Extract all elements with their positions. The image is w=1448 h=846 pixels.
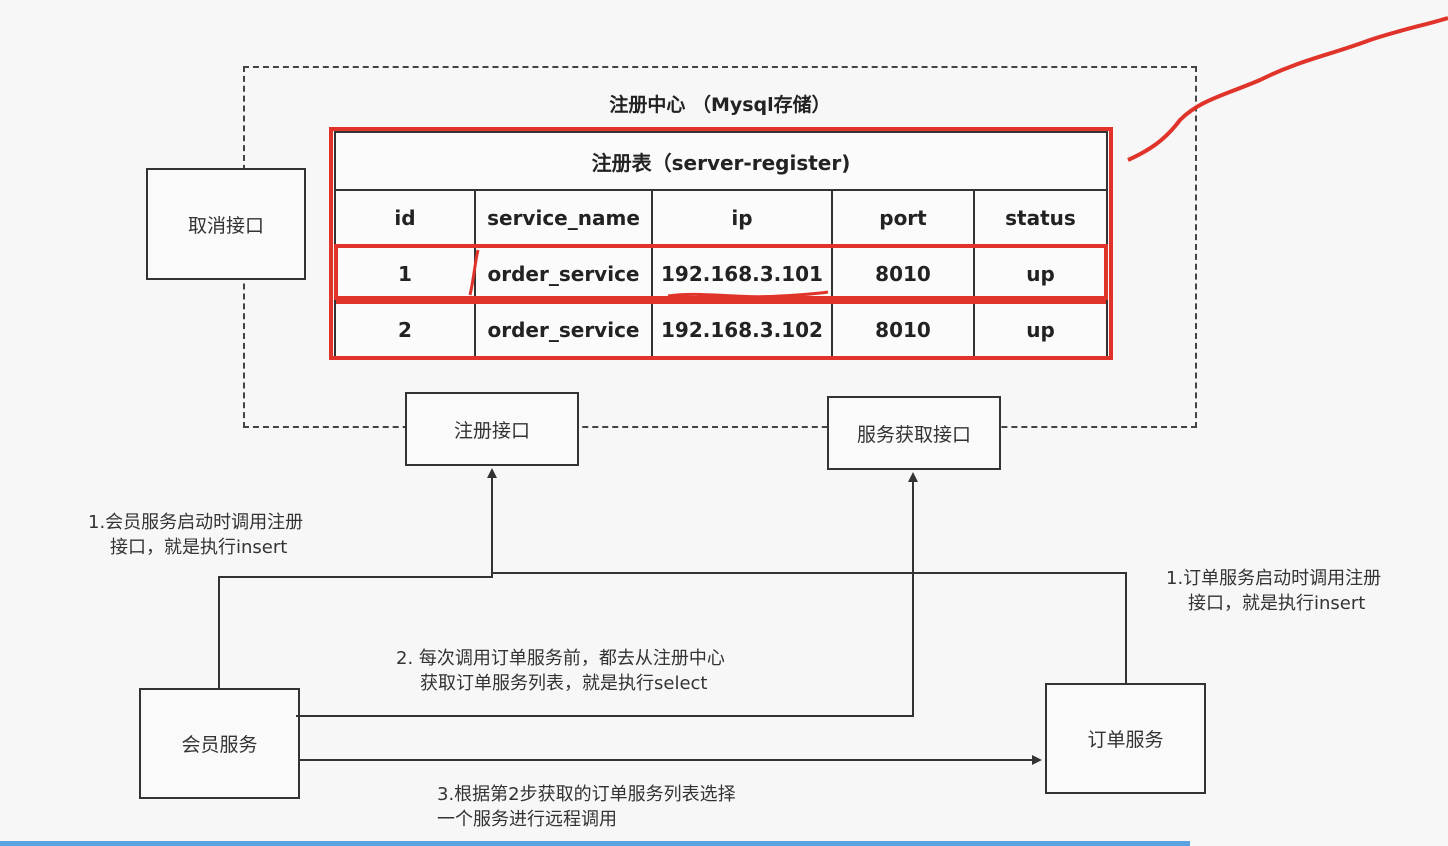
table-highlight-outline (329, 127, 1113, 360)
register-interface-label: 注册接口 (453, 419, 530, 442)
order-register-note: 1.订单服务启动时调用注册 接口，就是执行insert (1166, 568, 1382, 614)
registry-center-title: 注册中心 （Mysql存储） (609, 94, 831, 116)
order-service-label: 订单服务 (1087, 729, 1164, 751)
member-fetch-connector (296, 472, 918, 717)
order-register-connector (492, 572, 1127, 683)
register-interface-box: 注册接口 (405, 392, 579, 466)
column-header: id (334, 189, 476, 247)
order-service-box: 订单服务 (1045, 683, 1206, 794)
ip-underline-scribble (667, 290, 829, 299)
fetch-list-note: 2. 每次调用订单服务前，都去从注册中心 获取订单服务列表，就是执行select (396, 648, 725, 694)
member-register-note: 1.会员服务启动时调用注册 接口，就是执行insert (88, 512, 304, 558)
member-register-connector (218, 468, 497, 688)
member-service-label: 会员服务 (181, 734, 258, 756)
remote-call-note: 3.根据第2步获取的订单服务列表选择 一个服务进行远程调用 (437, 784, 736, 830)
table-header-row: id service_name ip port status (334, 189, 1108, 247)
registry-table-title: 注册表（server-register) (334, 131, 1108, 191)
fetch-interface-label: 服务获取接口 (856, 423, 971, 446)
table-cell: up (973, 245, 1108, 303)
cancel-interface-label: 取消接口 (187, 214, 264, 237)
column-header: ip (651, 189, 833, 247)
cell-tick-scribble (468, 249, 480, 296)
cancel-interface-box: 取消接口 (146, 168, 306, 280)
member-service-box: 会员服务 (139, 688, 300, 799)
bottom-progress-bar (0, 841, 1190, 846)
freehand-pointer-line (1127, 16, 1448, 162)
fetch-interface-box: 服务获取接口 (827, 396, 1001, 470)
table-cell: order_service (474, 245, 653, 303)
row-highlight-outline (334, 244, 1108, 300)
